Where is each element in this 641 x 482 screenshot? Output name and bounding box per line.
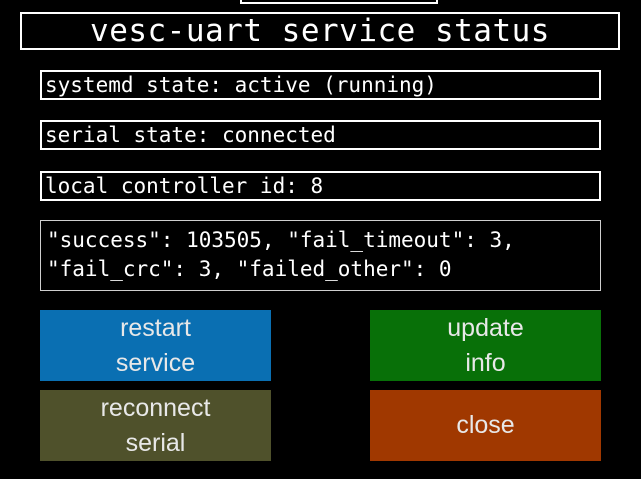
close-label: close [456,411,515,439]
reconnect-serial-label-2: serial [125,428,186,457]
update-info-button[interactable]: update info [370,310,601,381]
page-title: vesc-uart service status [20,12,620,50]
restart-service-button[interactable]: restart service [40,310,271,381]
update-info-label-2: info [465,348,506,377]
controller-id-field: local controller id: 8 [40,171,601,201]
restart-service-label-1: restart [120,313,191,342]
close-button[interactable]: close [370,390,601,461]
reconnect-serial-label-1: reconnect [100,393,211,422]
systemd-state-field: systemd state: active (running) [40,70,601,100]
top-tab-outline [240,0,438,4]
serial-state-field: serial state: connected [40,120,601,150]
reconnect-serial-button[interactable]: reconnect serial [40,390,271,461]
stats-panel: "success": 103505, "fail_timeout": 3, "f… [40,220,601,291]
bottom-divider [0,479,641,482]
stats-line-2: "fail_crc": 3, "failed_other": 0 [47,257,452,281]
restart-service-label-2: service [115,348,196,377]
update-info-label-1: update [447,313,524,342]
stats-line-1: "success": 103505, "fail_timeout": 3, [47,228,515,252]
